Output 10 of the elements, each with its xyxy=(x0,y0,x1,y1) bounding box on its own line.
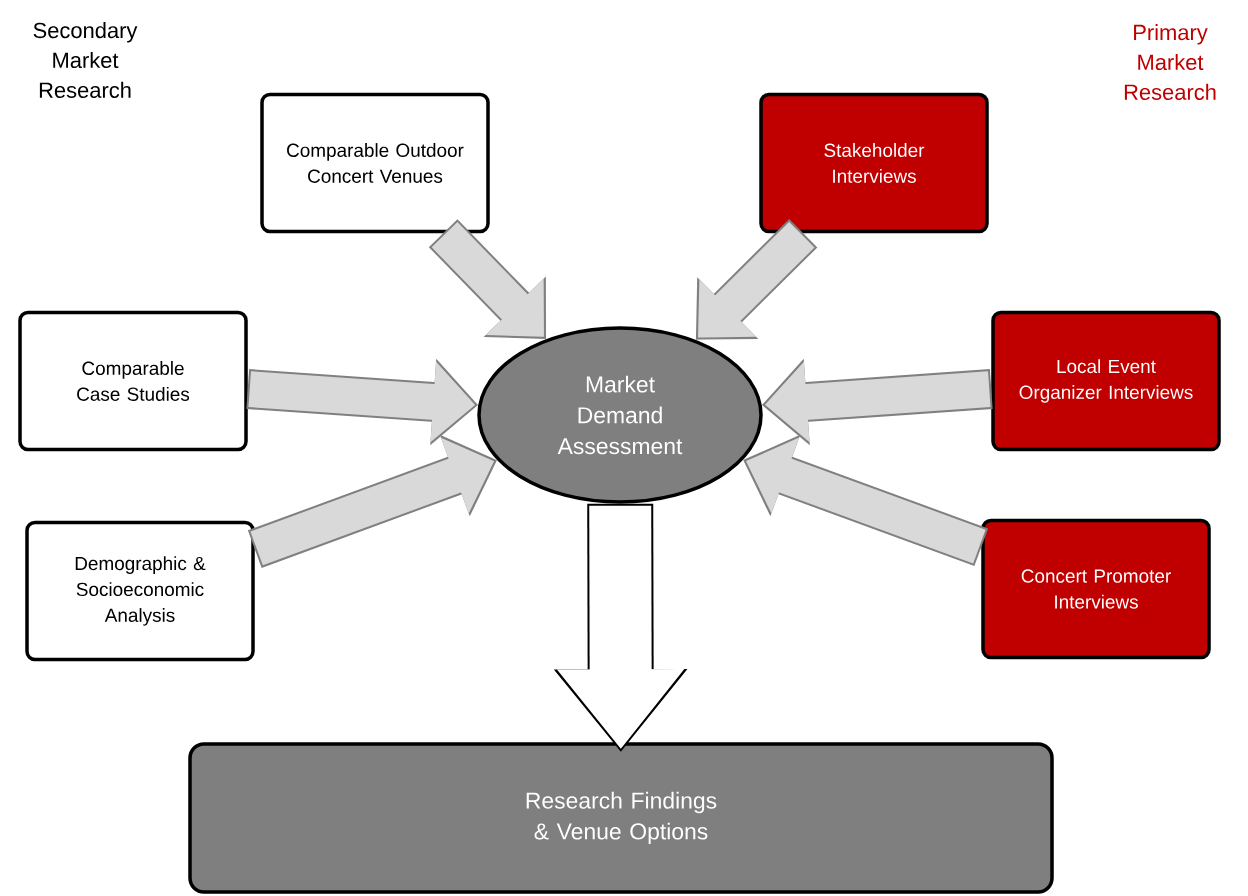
heading: Secondary Market Research xyxy=(33,22,138,98)
source-box: Demographic & Socioeconomic Analysis xyxy=(25,520,255,662)
block-arrow xyxy=(428,219,547,339)
interview-box: Local Event Organizer Interviews xyxy=(991,310,1221,452)
findings-box: Research Findings & Venue Options xyxy=(188,742,1054,894)
source-box: Comparable Outdoor Concert Venues xyxy=(260,92,490,234)
interview-box: Concert Promoter Interviews xyxy=(981,518,1211,660)
heading: Primary Market Research xyxy=(1124,24,1216,100)
interview-box: Stakeholder Interviews xyxy=(759,92,989,234)
source-box: Comparable Case Studies xyxy=(18,310,248,452)
